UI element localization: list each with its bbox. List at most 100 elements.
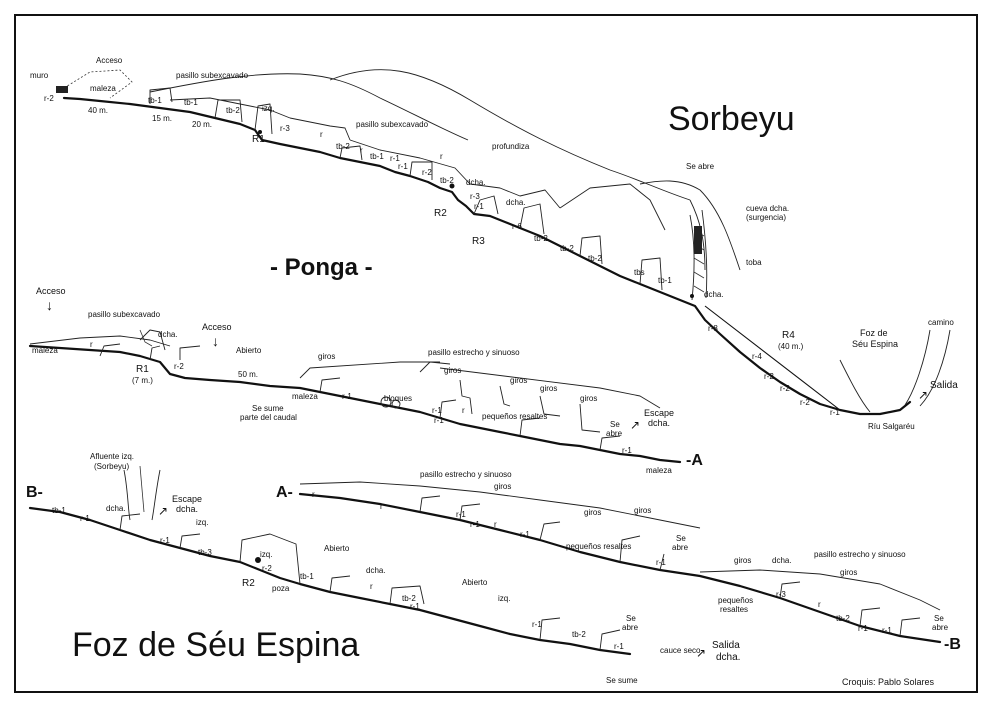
label-foz-dcha-1: dcha.	[106, 504, 126, 513]
arrow-down-icon: ↓	[46, 297, 53, 313]
label-foz-giros-3: giros	[634, 506, 652, 515]
label-r2: r-2	[44, 94, 54, 103]
label-r3-b: r-3	[470, 192, 480, 201]
label-tb2-e: tb-2	[560, 244, 574, 253]
label-foz-r1-d: r-1	[532, 620, 542, 629]
label-40m: 40 m.	[88, 106, 109, 115]
label-foz-tb2-c: tb-2	[836, 614, 850, 623]
label-r2-d: r-2	[780, 384, 790, 393]
label-r1-c: r-1	[474, 202, 484, 211]
label-foz-de: Foz de	[860, 328, 888, 338]
label-foz-r1-h: r-1	[520, 530, 530, 539]
label-se-abre: Se abre	[686, 162, 715, 171]
label-r1-d: r-1	[830, 408, 840, 417]
label-foz-cauce-seco: cauce seco	[660, 646, 701, 655]
label-foz-r2: r-2	[262, 564, 272, 573]
label-foz-r1-i: r-1	[656, 558, 666, 567]
label-R2: R2	[434, 208, 447, 219]
label-tb1-c: tb-1	[370, 152, 384, 161]
label-ponga-giros-2: giros	[444, 366, 462, 375]
label-foz-se-sume: Se sume	[606, 676, 638, 685]
label-start-B: B-	[26, 484, 43, 501]
label-ponga-acceso-1: Acceso	[36, 286, 66, 296]
label-ponga-maleza-2: maleza	[292, 392, 318, 401]
label-ponga-50m: 50 m.	[238, 370, 259, 379]
label-ponga-giros-4: giros	[540, 384, 558, 393]
label-foz-R2: R2	[242, 578, 255, 589]
label-foz-poza: poza	[272, 584, 290, 593]
label-ponga-R1-length: (7 m.)	[132, 376, 153, 385]
label-ponga-acceso-2: Acceso	[202, 322, 232, 332]
arrow-up-right-icon: ↗	[158, 504, 169, 518]
label-foz-giros-4: giros	[734, 556, 752, 565]
ponga-profile	[28, 329, 682, 464]
label-foz-r-d: r	[494, 520, 497, 529]
label-15m: 15 m.	[152, 114, 173, 123]
label-end-B: -B	[944, 636, 961, 653]
label-tb1-b: tb-1	[184, 98, 198, 107]
label-ponga-escape: Escape	[644, 408, 675, 418]
label-foz-giros-5: giros	[840, 568, 858, 577]
label-r1-a: r-1	[390, 154, 400, 163]
label-foz-abre-1: abre	[622, 623, 639, 632]
label-r2-e: r-2	[800, 398, 810, 407]
label-surgencia: (surgencia)	[746, 213, 787, 222]
label-foz-r1-k: r-1	[882, 626, 892, 635]
label-ponga-r1-b: r-1	[432, 406, 442, 415]
arrow-up-right-icon: ↗	[918, 388, 929, 402]
label-foz-r1-j: r-1	[858, 624, 868, 633]
label-r1-b: r-1	[398, 162, 408, 171]
label-foz-r-e: r	[818, 600, 821, 609]
label-profundiza: profundiza	[492, 142, 530, 151]
label-tb2-d: tb-2	[534, 234, 548, 243]
label-foz-giros-1: giros	[494, 482, 512, 491]
label-tb2-f: tb-2	[588, 254, 602, 263]
arrow-up-right-icon: ↗	[696, 646, 707, 660]
label-foz-r1-e: r-1	[614, 642, 624, 651]
label-ponga-se-sume: Se sume	[252, 404, 284, 413]
label-ponga-r-b: r	[462, 406, 465, 415]
label-foz-tb1-a: tb-1	[52, 506, 66, 515]
label-foz-escape-dcha: dcha.	[176, 504, 199, 514]
label-foz-escape: Escape	[172, 494, 203, 504]
label-R4-length: (40 m.)	[778, 342, 804, 351]
label-r-b: r	[360, 146, 363, 155]
label-ponga-giros-3: giros	[510, 376, 528, 385]
label-ponga-escape-dcha: dcha.	[648, 418, 671, 428]
label-tb2-c: tb-2	[440, 176, 454, 185]
label-foz-abierto-2: Abierto	[462, 578, 488, 587]
label-ponga-abre: abre	[606, 429, 623, 438]
label-R4: R4	[782, 330, 795, 341]
label-muro: muro	[30, 71, 49, 80]
label-foz-r-a: r	[370, 582, 373, 591]
label-foz-se-1: Se	[626, 614, 636, 623]
label-foz-izq-2: izq.	[260, 550, 273, 559]
label-foz-se-3: Se	[934, 614, 944, 623]
label-camino: camino	[928, 318, 954, 327]
label-ponga-R1: R1	[136, 364, 149, 375]
label-tb2-a: tb-2	[226, 106, 240, 115]
label-foz-afluente-sorbeyu: (Sorbeyu)	[94, 462, 130, 471]
label-dcha-2: dcha.	[506, 198, 526, 207]
label-foz-pasillo-estrecho-1: pasillo estrecho y sinuoso	[420, 470, 512, 479]
label-foz-abre-3: abre	[932, 623, 949, 632]
label-r2-b: r-2	[422, 168, 432, 177]
label-ponga-se: Se	[610, 420, 620, 429]
title-sorbeyu: Sorbeyu	[668, 100, 795, 138]
label-foz-resaltes-2: resaltes	[720, 605, 749, 614]
label-foz-abre-2: abre	[672, 543, 689, 552]
label-ponga-r1-d: r-1	[622, 446, 632, 455]
label-foz-afluente: Afluente izq.	[90, 452, 135, 461]
label-foz-giros-2: giros	[584, 508, 602, 517]
label-r8: r-8	[708, 324, 718, 333]
label-foz-tb2-a: tb-2	[402, 594, 416, 603]
label-toba: toba	[746, 258, 762, 267]
label-foz-izq-1: izq.	[196, 518, 209, 527]
label-foz-r1-g: r-1	[470, 520, 480, 529]
label-foz-se-2: Se	[676, 534, 686, 543]
label-R1: R1	[252, 134, 265, 145]
label-foz-r-c: r	[380, 502, 383, 511]
label-foz-abierto-1: Abierto	[324, 544, 350, 553]
label-ponga-maleza-1: maleza	[32, 346, 58, 355]
